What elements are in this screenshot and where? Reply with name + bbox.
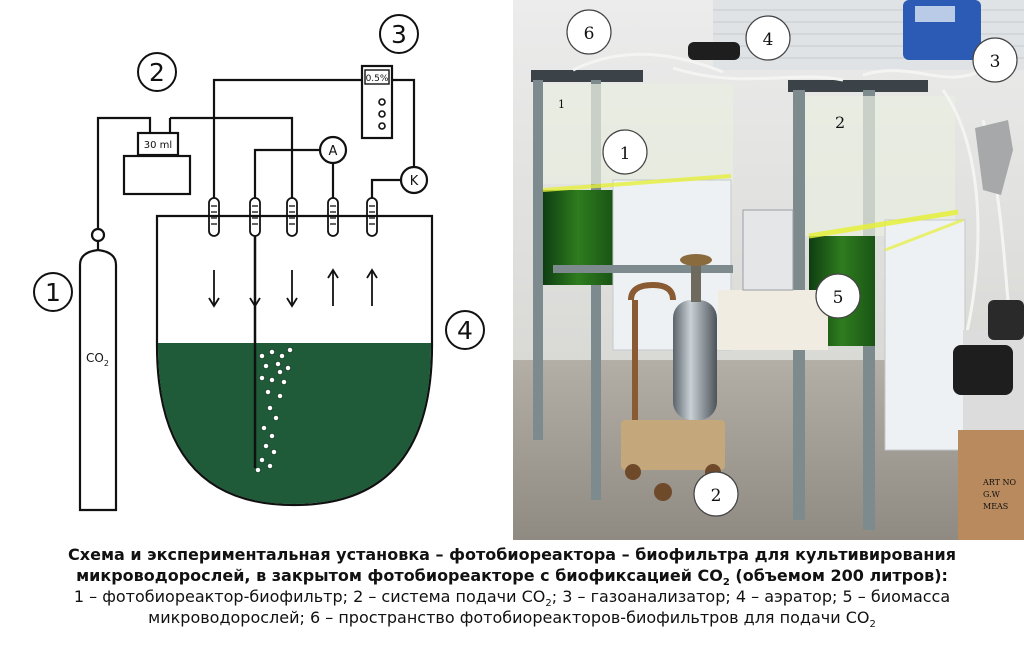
- table: [718, 290, 828, 350]
- bubble: [267, 463, 273, 469]
- bubble: [259, 457, 265, 463]
- bubble: [263, 443, 269, 449]
- photo-markers: [566, 9, 1018, 517]
- flow-arrows: [208, 268, 378, 308]
- bubble: [275, 361, 281, 367]
- photo-marker-2: 2: [711, 486, 722, 506]
- analyzer-line-right: [392, 78, 416, 166]
- marker-4: 4: [457, 316, 473, 345]
- bubble: [269, 349, 275, 355]
- photo-marker-5: 5: [833, 288, 844, 308]
- bubble: [269, 433, 275, 439]
- foil-bag: [975, 120, 1013, 195]
- bubble: [273, 415, 279, 421]
- marker-1: 1: [45, 278, 61, 307]
- analyzer-line-left: [212, 78, 362, 198]
- setup-photo: 1 2 ART NO G.W MEAS 1 2 3 4 5 6: [513, 0, 1024, 540]
- bubble: [277, 393, 283, 399]
- cardboard-box: [958, 430, 1024, 540]
- bubble: [261, 425, 267, 431]
- algae-biomass: [158, 343, 431, 504]
- photo-marker-4: 4: [763, 30, 774, 50]
- gas-analyzer-box: [360, 64, 394, 140]
- bubble: [285, 365, 291, 371]
- analyzer-screen: [364, 69, 390, 85]
- frame-number-1: 1: [558, 98, 565, 111]
- meter-k-line: [370, 178, 401, 198]
- bubble: [267, 405, 273, 411]
- box-text-2: G.W: [983, 490, 1001, 499]
- bubble: [259, 375, 265, 381]
- bubble: [287, 347, 293, 353]
- bubble: [281, 379, 287, 385]
- analyzer-knobs: [378, 98, 386, 130]
- co2-bubbles: [255, 347, 293, 473]
- box-text-3: MEAS: [983, 502, 1008, 511]
- cylinder-valve: [90, 227, 106, 243]
- bubble: [263, 363, 269, 369]
- bubble: [271, 449, 277, 455]
- caption-line-2: микроводорослей, в закрытом фотобиореакт…: [76, 566, 948, 589]
- co2-supply-line: [96, 116, 152, 229]
- photo-marker-6: 6: [584, 24, 595, 44]
- marker-3: 3: [391, 20, 407, 49]
- bubble: [269, 377, 275, 383]
- bubble: [265, 389, 271, 395]
- reactor-vessel: [155, 214, 434, 507]
- reactor-2: [788, 80, 966, 530]
- meter-a-line: [253, 148, 320, 198]
- supply-display: 30 ml: [144, 140, 172, 151]
- supply-display-frame: [136, 131, 180, 157]
- caption-line-1: Схема и экспериментальная установка – фо…: [68, 545, 956, 564]
- box-text-1: ART NO: [982, 478, 1017, 487]
- reactor-schematic: 0.5% 30 ml A K CO2 1 2 3 4: [33, 14, 485, 512]
- bubble: [255, 467, 261, 473]
- marker-2: 2: [149, 58, 165, 87]
- caption-line-3: 1 – фотобиореактор-биофильтр; 2 – систем…: [73, 587, 951, 610]
- bubble: [277, 369, 283, 375]
- supply-to-reactor-line: [170, 116, 294, 198]
- co2-cylinder: [78, 248, 118, 512]
- caption-line-4: микроводорослей; 6 – пространство фотоби…: [148, 608, 876, 631]
- bubble: [279, 353, 285, 359]
- meter-k-label: K: [410, 174, 419, 189]
- cylinder-label: CO2: [86, 351, 109, 368]
- photo-marker-1: 1: [620, 144, 631, 164]
- analyzer-display: 0.5%: [366, 74, 389, 84]
- co2-cylinder-photo: [621, 254, 725, 501]
- aerator-device: [688, 42, 740, 60]
- frame-number-2: 2: [835, 113, 845, 132]
- figure-caption: Схема и экспериментальная установка – фо…: [0, 544, 1024, 631]
- schematic-markers: [33, 14, 485, 350]
- photo-marker-3: 3: [990, 52, 1001, 72]
- bubble: [259, 353, 265, 359]
- supply-system-box: [122, 154, 192, 196]
- meter-a-label: A: [329, 144, 338, 159]
